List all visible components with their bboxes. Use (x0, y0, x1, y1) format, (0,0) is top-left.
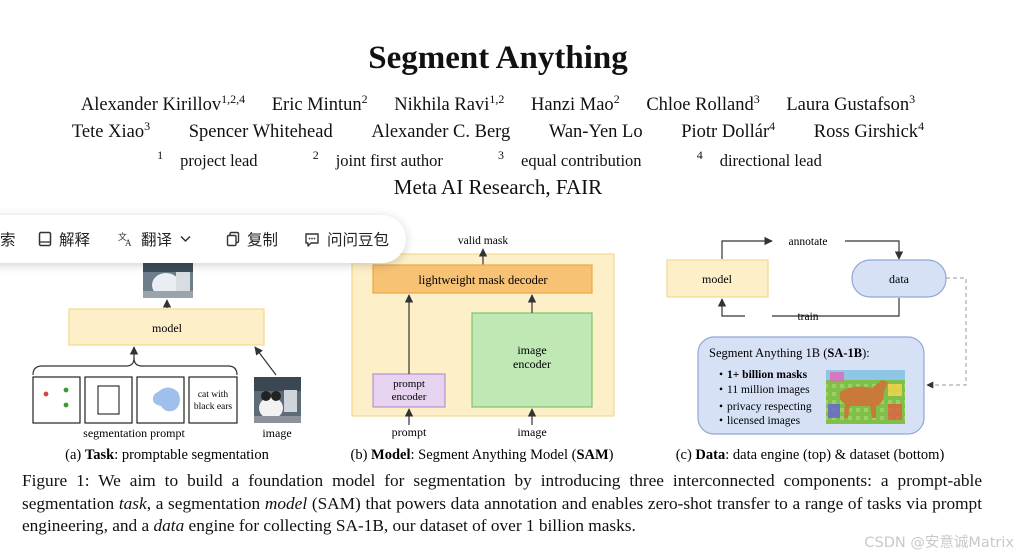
bullet-dot: • (719, 415, 723, 427)
valid-mask-label: valid mask (458, 235, 508, 247)
authors-row-2: Tete Xiao3 Spencer Whitehead Alexander C… (0, 119, 996, 143)
author: Laura Gustafson3 (786, 92, 916, 115)
author: Ross Girshick4 (813, 119, 925, 142)
svg-text:A: A (125, 238, 132, 247)
authors-row-1: Alexander Kirillov1,2,4 Eric Mintun2 Nik… (0, 92, 996, 116)
model-box-a (68, 308, 265, 346)
image-encoder-box (471, 312, 593, 408)
explain-label: 解释 (59, 231, 91, 249)
image-encoder-label: image (517, 343, 546, 357)
prompt-label-b: prompt (392, 425, 427, 439)
author: Alexander C. Berg (371, 122, 511, 142)
caption-a: (a) Task: promptable segmentation (65, 447, 269, 463)
image-label-a: image (262, 426, 291, 440)
mask-blob-icon (152, 387, 180, 412)
mask-decoder-box (372, 264, 593, 294)
copy-button[interactable]: 复制 (226, 228, 278, 250)
text-prompt-line: cat with (198, 390, 229, 400)
figure-1: model cat with black ears segmentation p… (32, 235, 967, 463)
copy-label: 复制 (247, 231, 279, 249)
bullet-licensed: licensed images (727, 415, 801, 427)
translate-button[interactable]: 文 A 翻译 (118, 228, 191, 250)
prompt-brace (32, 357, 238, 376)
author: Piotr Dollár4 (681, 119, 776, 142)
translate-label: 翻译 (141, 231, 173, 249)
paper-title: Segment Anything (368, 40, 628, 76)
model-label-a: model (152, 321, 183, 335)
points-prompt (32, 376, 81, 424)
negative-point-icon (43, 391, 49, 397)
explain-button[interactable]: 解释 (38, 228, 90, 250)
input-cat-image (254, 377, 301, 423)
positive-point-icon (63, 402, 69, 408)
box-prompt (84, 376, 133, 424)
mask-decoder-label: lightweight mask decoder (418, 273, 548, 287)
bullet-dot: • (719, 384, 723, 396)
author: Eric Mintun2 (271, 92, 368, 115)
caption-b: (b) Model: Segment Anything Model (SAM) (350, 447, 613, 463)
bounding-box-icon (97, 385, 120, 415)
author: Wan-Yen Lo (548, 122, 643, 142)
bullet-dot: • (719, 401, 723, 413)
bullet-images: 11 million images (727, 384, 810, 396)
svg-text:文: 文 (118, 231, 127, 242)
model-box-c (666, 259, 769, 298)
text-prompt-line: black ears (194, 402, 233, 412)
text-prompt (188, 376, 238, 424)
author: Tete Xiao3 (71, 119, 151, 142)
caption-c: (c) Data: data engine (top) & dataset (b… (676, 447, 945, 463)
prompt-encoder-label: encoder (392, 391, 427, 403)
annotate-label: annotate (789, 236, 828, 248)
positive-point-icon (63, 387, 69, 393)
panel-c: annotate model data train Segment Anythi… (666, 236, 967, 463)
selection-toolbar: 索 解释 文 A 翻译 复制 问问豆包 (0, 215, 406, 263)
image-encoder-label: encoder (513, 357, 551, 371)
author: Spencer Whitehead (188, 122, 333, 142)
data-label: data (889, 272, 910, 286)
prompt-encoder-label: prompt (393, 378, 425, 390)
model-label-c: model (702, 272, 733, 286)
translate-icon: 文 A (118, 231, 132, 247)
author: Hanzi Mao2 (530, 92, 620, 115)
chat-bubble-icon (305, 232, 319, 247)
search-button[interactable]: 索 (0, 228, 16, 250)
ask-label: 问问豆包 (327, 231, 390, 249)
segmentation-prompt-label: segmentation prompt (83, 426, 185, 440)
train-label: train (797, 311, 818, 323)
author: Nikhila Ravi1,2 (394, 92, 505, 115)
prompt-encoder-box (372, 373, 446, 408)
csdn-watermark: CSDN @安意诚Matrix (864, 535, 1014, 551)
author: Chloe Rolland3 (646, 92, 760, 115)
panel-b: valid mask lightweight mask decoder imag… (350, 235, 615, 463)
bullet-masks: 1+ billion masks (727, 369, 808, 381)
panel-a: model cat with black ears segmentation p… (32, 260, 301, 463)
copy-icon (226, 231, 240, 247)
book-icon (38, 231, 52, 247)
masked-output-image (143, 260, 193, 298)
ask-doubao-button[interactable]: 问问豆包 (304, 228, 389, 250)
chevron-down-icon[interactable] (180, 235, 191, 243)
author: Alexander Kirillov1,2,4 (80, 92, 246, 115)
figure-caption: Figure 1: We aim to build a foundation m… (22, 471, 982, 535)
sa1b-title: Segment Anything 1B (SA-1B): (709, 346, 870, 360)
search-label: 索 (0, 231, 16, 249)
image-label-b: image (517, 425, 546, 439)
affiliation: Meta AI Research, FAIR (393, 175, 603, 199)
bullet-privacy: privacy respecting (727, 401, 812, 413)
bullet-dot: • (719, 369, 723, 381)
horse-segmentation-image (826, 370, 905, 424)
